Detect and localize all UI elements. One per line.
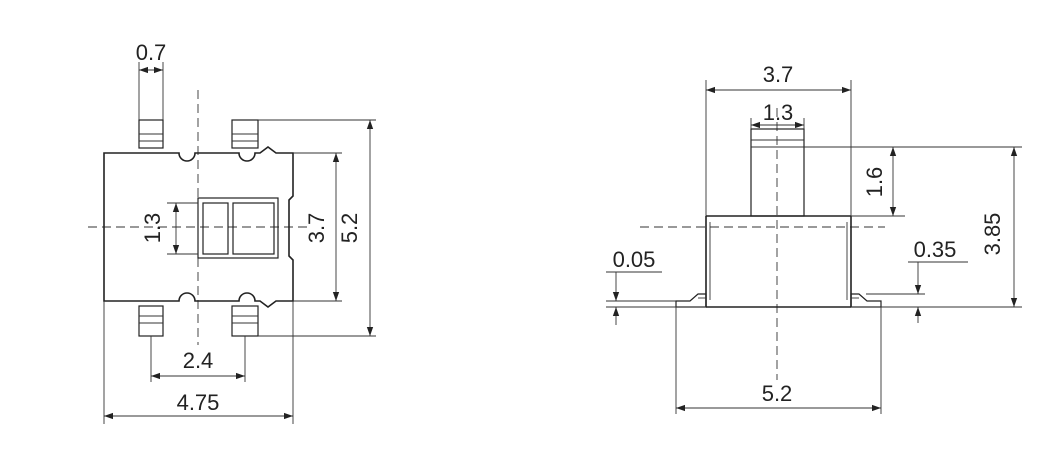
dim-label-side-overall-height: 3.85 <box>980 213 1005 256</box>
dim-label-button-height: 1.3 <box>140 213 165 244</box>
top-view-lead-bottom-left <box>138 305 164 337</box>
dim-label-side-lead-height: 0.35 <box>914 237 957 262</box>
top-view-actuator <box>197 197 279 259</box>
dim-label-side-button-protrusion: 1.6 <box>862 167 887 198</box>
side-view-lead-right <box>850 293 882 308</box>
dim-label-overall-height: 5.2 <box>337 213 362 244</box>
dim-label-side-button-width: 1.3 <box>763 100 794 125</box>
dim-label-lead-width: 0.7 <box>136 40 167 65</box>
side-view-lead-left <box>675 293 707 308</box>
top-view: 0.7 1.3 3.7 5.2 2.4 4.75 <box>88 40 376 424</box>
dim-label-lead-pitch: 2.4 <box>183 348 214 373</box>
top-view-lead-bottom-right <box>231 305 259 337</box>
top-view-lead-top-right <box>231 119 259 149</box>
dim-label-side-lead-offset: 0.05 <box>613 247 656 272</box>
dim-label-body-height: 3.7 <box>304 213 329 244</box>
side-view-body <box>705 215 852 308</box>
top-view-lead-top-left <box>138 119 164 149</box>
side-view: 3.7 1.3 1.6 3.85 0.35 0.05 5.2 <box>606 62 1022 414</box>
dim-label-body-width: 4.75 <box>177 390 220 415</box>
top-view-body-outline <box>103 146 294 308</box>
dim-label-side-body-width: 3.7 <box>763 62 794 87</box>
dim-label-side-lead-span: 5.2 <box>762 381 793 406</box>
side-view-plunger <box>750 128 805 217</box>
